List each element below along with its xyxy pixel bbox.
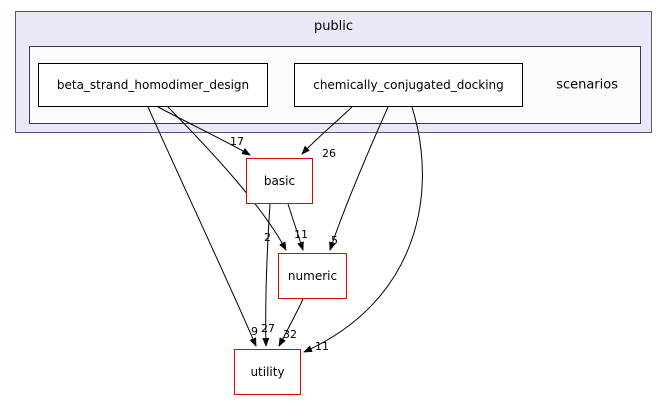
node-chemically-conjugated-docking[interactable]: chemically_conjugated_docking (294, 63, 523, 107)
edge-count-label: 26 (322, 147, 336, 160)
edge-count-label: 17 (230, 135, 244, 148)
edge-numeric-to-utility (278, 298, 304, 347)
edge-count-label: 27 (261, 322, 275, 335)
edge-beta_strand_homodimer_design-to-utility (147, 106, 257, 347)
node-basic[interactable]: basic (246, 158, 313, 204)
edge-count-label: 11 (315, 340, 329, 353)
edge-basic-to-utility (262, 203, 271, 347)
edge-basic-to-numeric (287, 203, 304, 251)
cluster-scenarios-label: scenarios (556, 77, 618, 93)
edge-count-label: 11 (294, 228, 308, 241)
node-numeric[interactable]: numeric (278, 253, 347, 299)
cluster-public-label: public (313, 19, 354, 34)
edge-count-label: 5 (331, 234, 338, 247)
node-utility[interactable]: utility (234, 349, 301, 395)
edge-count-label: 2 (264, 231, 271, 244)
edge-chemically_conjugated_docking-to-utility (303, 106, 423, 353)
edge-count-label: 9 (251, 325, 258, 338)
edge-count-label: 32 (283, 328, 297, 341)
node-beta-strand-homodimer-design[interactable]: beta_strand_homodimer_design (38, 63, 268, 107)
